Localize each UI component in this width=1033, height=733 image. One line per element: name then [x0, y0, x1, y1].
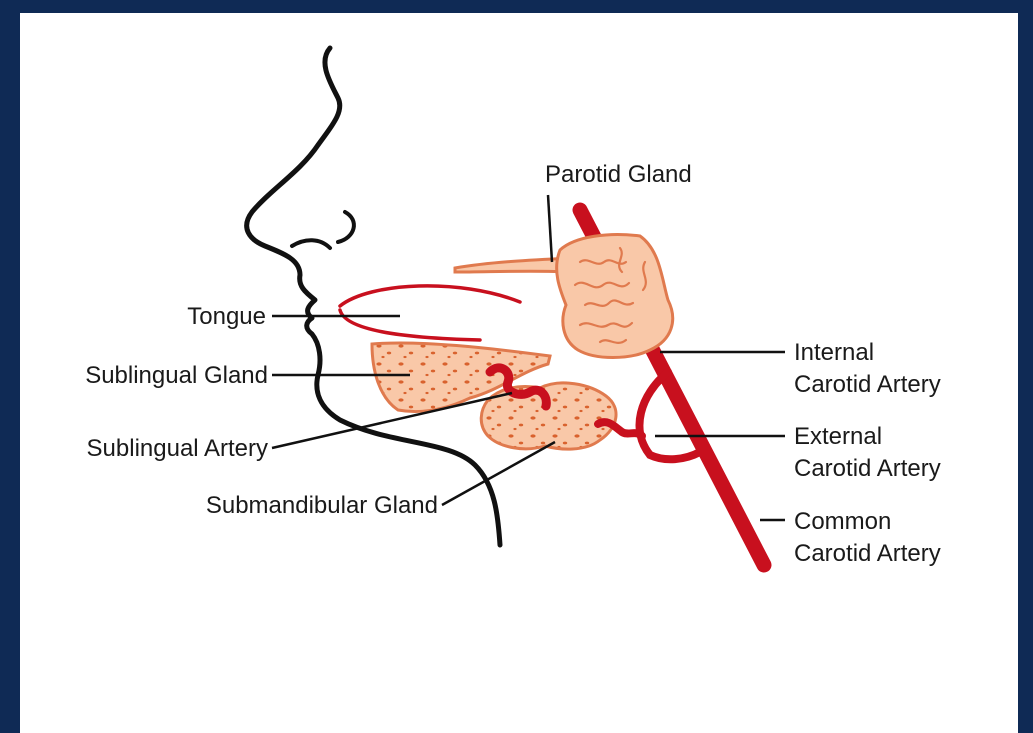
label-sublingual-gland: Sublingual Gland — [85, 362, 268, 389]
label-submandibular-gland: Submandibular Gland — [206, 492, 438, 519]
label-internal-carotid-line2: Carotid Artery — [794, 371, 941, 398]
label-external-carotid-line1: External — [794, 423, 882, 450]
label-common-carotid-line1: Common — [794, 508, 891, 535]
submandibular-gland-shape — [481, 383, 616, 449]
label-internal-carotid-line1: Internal — [794, 339, 874, 366]
face-profile-outline — [247, 48, 500, 545]
leader-submandibular — [442, 442, 555, 505]
label-sublingual-artery: Sublingual Artery — [87, 435, 268, 462]
upper-lip-outline — [292, 240, 330, 248]
label-tongue: Tongue — [187, 303, 266, 330]
label-parotid-gland: Parotid Gland — [545, 161, 692, 188]
label-external-carotid-line2: Carotid Artery — [794, 455, 941, 482]
leader-parotid — [548, 195, 552, 262]
tongue-shape — [340, 286, 520, 340]
nostril-outline — [338, 212, 354, 242]
label-common-carotid-line2: Carotid Artery — [794, 540, 941, 567]
parotid-gland-shape — [557, 235, 673, 358]
